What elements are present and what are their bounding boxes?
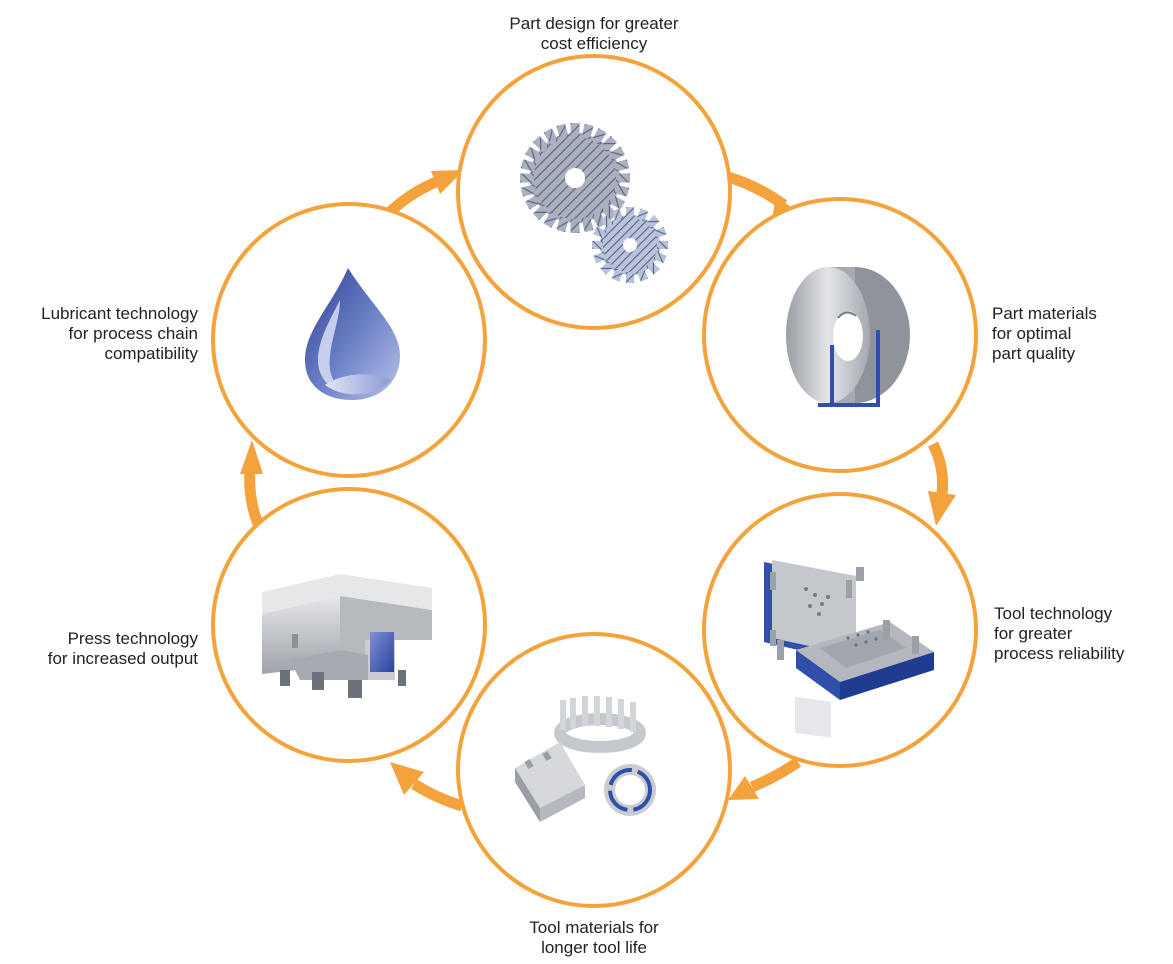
steel-coil-icon [786,267,910,407]
arrow-press-to-lubricant [244,469,264,526]
arrow-lubricant-to-design [384,176,439,218]
label-line: Lubricant technology [41,304,198,323]
label-line: longer tool life [541,938,647,957]
label-line: for increased output [47,649,198,668]
arrowhead-4 [390,762,424,795]
label-line: Part design for greater [509,14,679,33]
label-part-design: Part design for greater cost efficiency [466,14,722,54]
arrow-toolmaterials-to-press [411,779,464,812]
label-tool-materials: Tool materials for longer tool life [480,918,708,958]
label-line: Part materials [992,304,1097,323]
label-tool-technology: Tool technology for greater process reli… [994,604,1166,664]
press-machine-icon [262,574,432,698]
label-press-technology: Press technology for increased output [6,629,198,669]
arrowhead-2 [928,491,956,526]
stage-circle-tool-materials [456,632,732,908]
tool-parts-icon [515,696,656,822]
arrow-tooltech-to-toolmaterials [749,757,802,793]
label-line: Tool technology [994,604,1113,623]
label-line: compatibility [104,344,198,363]
label-line: Press technology [67,629,198,648]
label-line: for process chain [68,324,198,343]
label-line: process reliability [994,644,1125,663]
label-line: Tool materials for [529,918,659,937]
arrowhead-5 [240,440,263,474]
label-line: for optimal [992,324,1072,343]
label-line: part quality [992,344,1076,363]
die-set-icon [764,560,934,738]
arrow-materials-to-tooltech [928,441,949,495]
arrowhead-3 [728,776,759,800]
arrowhead-6 [431,170,464,194]
gears-icon [520,123,668,283]
label-part-materials: Part materials for optimal part quality [992,304,1162,364]
label-line: for greater [994,624,1073,643]
oil-drop-icon [305,268,400,400]
label-line: cost efficiency [540,34,648,53]
label-lubricant-technology: Lubricant technology for process chain c… [6,304,198,364]
